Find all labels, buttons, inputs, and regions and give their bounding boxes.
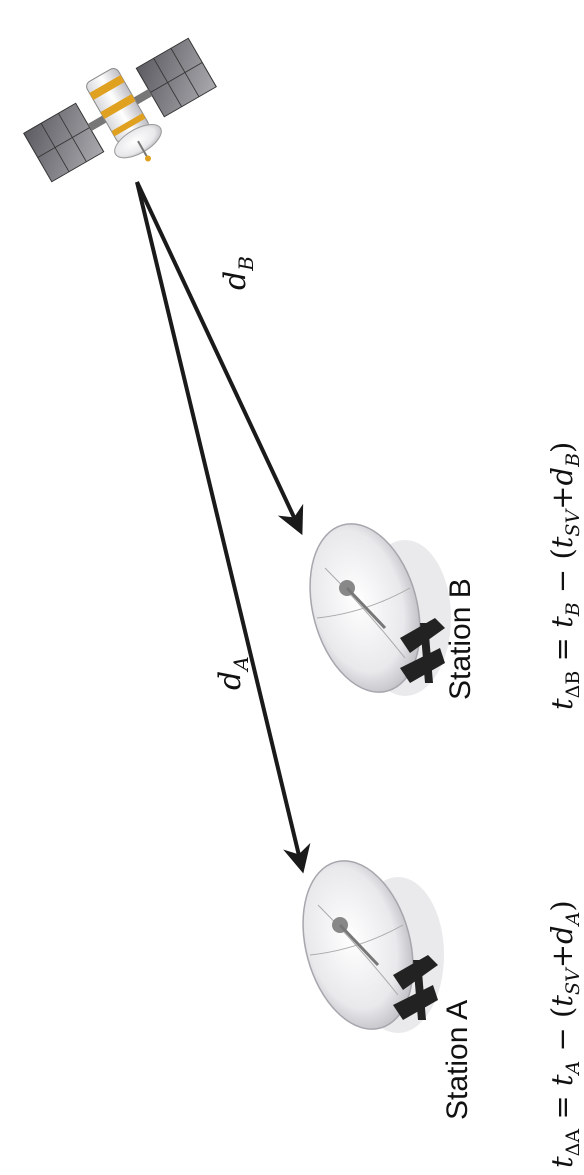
station-label-b: Station B [444,578,477,700]
station-label-a: Station A [441,1000,474,1120]
solar-panel-left [23,102,105,183]
satellite-icon [23,37,217,183]
signal-path-b [135,181,304,536]
equation-a: tΔA = tA − (tSV+dA) [545,900,584,1168]
satellite-dish-icon [309,523,451,696]
solar-panel-right [135,37,217,118]
distance-label-a: dA [213,656,253,690]
equation-b: tΔB = tB − (tSV+dB) [545,442,584,710]
distance-label-b: dB [218,256,258,290]
signal-path-a [135,181,311,874]
satellite-dish-icon [302,860,444,1033]
